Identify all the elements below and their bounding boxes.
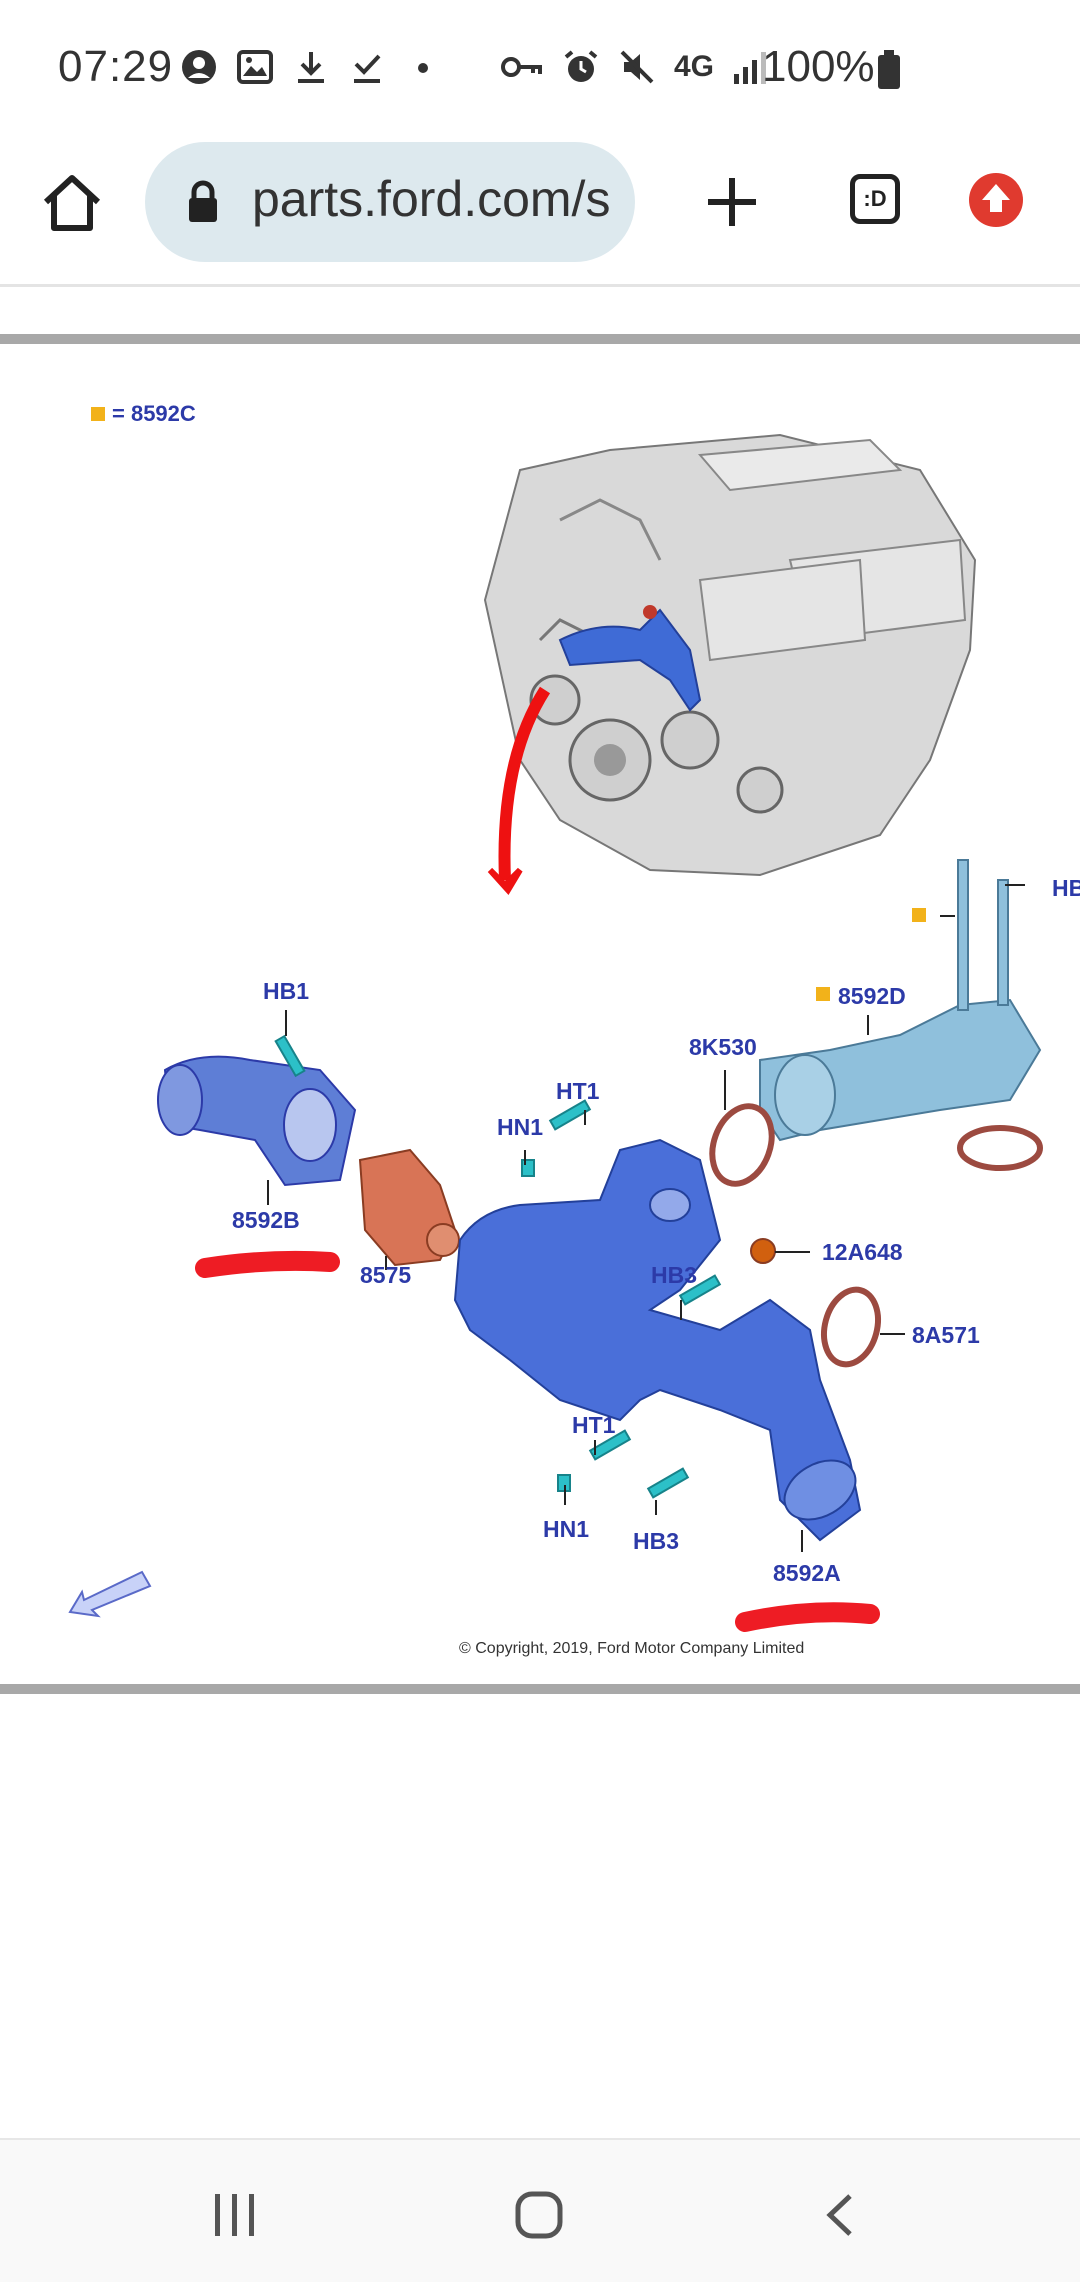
label-hn1-top[interactable]: HN1: [497, 1114, 544, 1140]
content-bottom-border: [0, 1684, 1080, 1694]
url-text[interactable]: parts.ford.com/s: [252, 171, 611, 227]
status-time: 07:29: [58, 42, 174, 91]
recents-icon[interactable]: [212, 2192, 258, 2238]
label-hb1-left[interactable]: HB1: [263, 978, 310, 1004]
label-hb3-bottom[interactable]: HB3: [633, 1528, 680, 1554]
diagram-nav-arrow-icon[interactable]: [66, 1566, 152, 1618]
label-8a571[interactable]: 8A571: [912, 1322, 980, 1348]
network-type: 4G: [674, 50, 715, 83]
leader-lines: [267, 884, 1025, 1552]
download-icon: [298, 52, 324, 83]
gasket-8k530: [709, 1103, 775, 1187]
home-circle-icon[interactable]: [514, 2190, 564, 2240]
battery-icon: [878, 50, 900, 89]
part-8575: [358, 1148, 460, 1267]
label-hb3-top[interactable]: HB3: [651, 1262, 698, 1288]
new-tab-icon[interactable]: [706, 176, 758, 228]
label-swatch-right: [912, 908, 926, 922]
label-12a648[interactable]: 12A648: [822, 1239, 903, 1265]
profile-icon: [182, 50, 216, 84]
label-8575[interactable]: 8575: [360, 1262, 412, 1288]
alarm-icon: [564, 50, 598, 82]
url-bar[interactable]: [145, 142, 635, 262]
home-icon[interactable]: [40, 172, 104, 232]
part-8592a: [453, 1138, 862, 1542]
legend-text: = 8592C: [112, 401, 196, 426]
label-8592b[interactable]: 8592B: [232, 1207, 300, 1233]
label-hn1-bottom[interactable]: HN1: [543, 1516, 590, 1542]
vpn-key-icon: [501, 57, 542, 77]
engine-illustration: [483, 433, 977, 896]
download-done-icon: [354, 54, 381, 83]
gasket-right: [957, 1125, 1043, 1171]
part-8592b: [157, 1055, 357, 1187]
dot-icon: [418, 63, 428, 73]
content-top-border: [0, 334, 1080, 344]
system-nav-bar: [0, 2138, 1080, 2282]
label-8592a[interactable]: 8592A: [773, 1560, 841, 1586]
mute-icon: [620, 50, 654, 84]
label-ht1-top[interactable]: HT1: [556, 1078, 600, 1104]
bolts: [274, 1034, 776, 1499]
upload-update-icon[interactable]: [968, 172, 1024, 228]
signal-icon: [734, 52, 767, 84]
gaskets: [709, 1103, 1043, 1368]
gasket-8a571: [821, 1286, 881, 1368]
label-swatch-8592d: [816, 987, 830, 1001]
diagram-drawing: [157, 433, 1043, 1632]
label-ht1-bottom[interactable]: HT1: [572, 1412, 616, 1438]
status-icons-right: 4G: [500, 48, 770, 86]
status-bar: 07:29 4G 100%: [0, 0, 1080, 140]
legend-swatch: [91, 407, 105, 421]
highlight-8592a: [735, 1602, 880, 1632]
part-8592d: [759, 859, 1042, 1142]
label-8592d[interactable]: 8592D: [838, 983, 906, 1009]
label-hb-right[interactable]: HB: [1052, 875, 1080, 901]
battery-percent: 100%: [762, 42, 875, 91]
status-icons-left: [180, 48, 442, 86]
image-icon: [237, 50, 273, 84]
copyright-notice: © Copyright, 2019, Ford Motor Company Li…: [459, 1640, 805, 1657]
highlight-8592b: [195, 1250, 340, 1278]
tab-switcher-button[interactable]: :D: [850, 174, 900, 224]
lock-icon: [189, 180, 217, 222]
label-8k530[interactable]: 8K530: [689, 1034, 757, 1060]
toolbar-divider: [0, 284, 1080, 287]
back-icon[interactable]: [822, 2192, 856, 2238]
